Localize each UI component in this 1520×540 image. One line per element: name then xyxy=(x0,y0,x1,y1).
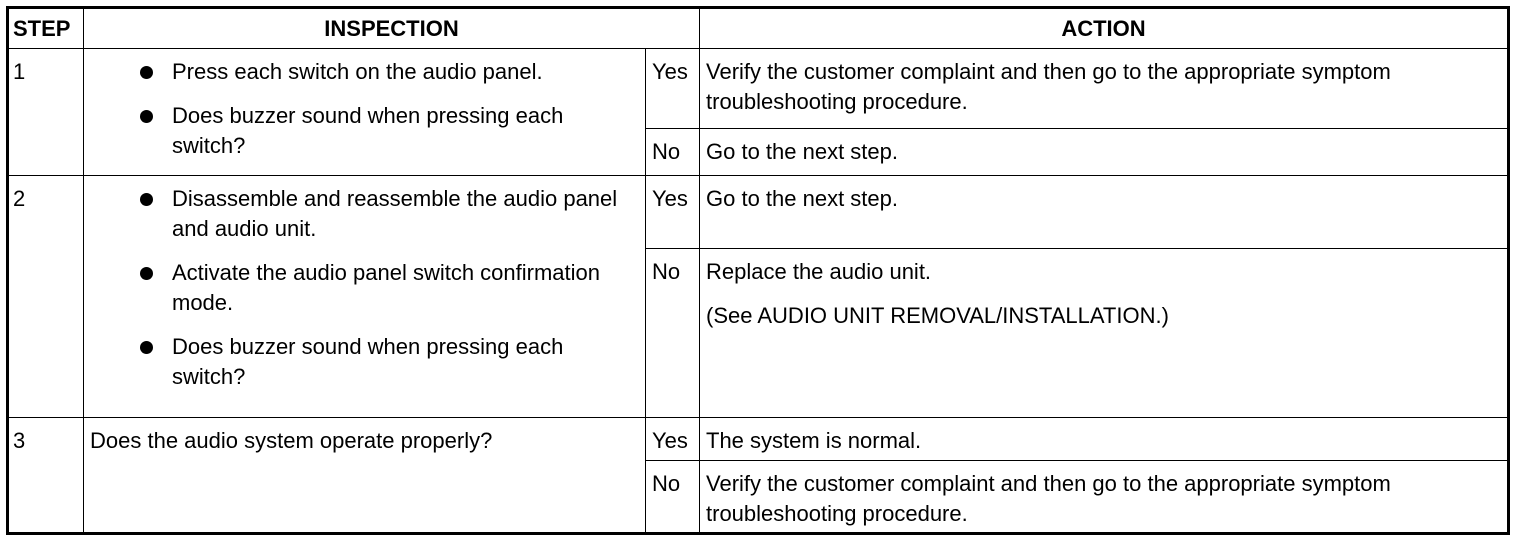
inspection-cell: Disassemble and reassemble the audio pan… xyxy=(83,175,646,418)
yes-label: Yes xyxy=(645,48,700,129)
list-item: Disassemble and reassemble the audio pan… xyxy=(140,184,639,244)
table-row: No Go to the next step. xyxy=(8,128,1509,176)
bullet-icon xyxy=(140,267,153,280)
no-action: Go to the next step. xyxy=(699,128,1509,176)
yes-action: The system is normal. xyxy=(699,417,1509,461)
inspection-cell: Does the audio system operate properly? xyxy=(83,417,646,534)
list-item: Activate the audio panel switch confirma… xyxy=(140,258,639,318)
no-action: Replace the audio unit. (See AUDIO UNIT … xyxy=(699,248,1509,418)
table-row: 2 Disassemble and reassemble the audio p… xyxy=(7,175,1509,418)
action-header: ACTION xyxy=(699,7,1509,49)
yes-action: Verify the customer complaint and then g… xyxy=(699,48,1509,129)
step-number: 3 xyxy=(7,417,84,534)
yes-label: Yes xyxy=(645,175,700,249)
table-row: 1 Press each switch on the audio panel. … xyxy=(7,48,1509,176)
table-row: 3 Does the audio system operate properly… xyxy=(7,417,1509,534)
yes-action: Go to the next step. xyxy=(699,175,1509,249)
yes-label: Yes xyxy=(645,417,700,461)
table-row: No Verify the customer complaint and the… xyxy=(8,460,1509,534)
bullet-icon xyxy=(140,66,153,79)
inspection-cell: Press each switch on the audio panel. Do… xyxy=(83,48,646,176)
inspection-list: Press each switch on the audio panel. Do… xyxy=(90,57,639,161)
step-number: 1 xyxy=(7,48,84,176)
step-number: 2 xyxy=(7,175,84,418)
step-header: STEP xyxy=(7,7,84,49)
inspection-list: Disassemble and reassemble the audio pan… xyxy=(90,184,639,392)
no-label: No xyxy=(645,248,700,418)
no-label: No xyxy=(645,128,700,176)
list-item: Does buzzer sound when pressing each swi… xyxy=(140,101,639,161)
list-item: Press each switch on the audio panel. xyxy=(140,57,639,87)
no-action: Verify the customer complaint and then g… xyxy=(699,460,1509,534)
no-label: No xyxy=(645,460,700,534)
header-row: STEP INSPECTION ACTION xyxy=(7,7,1509,49)
bullet-icon xyxy=(140,110,153,123)
troubleshooting-table: STEP INSPECTION ACTION 1 Press each swit… xyxy=(6,6,1510,535)
list-item: Does buzzer sound when pressing each swi… xyxy=(140,332,639,392)
bullet-icon xyxy=(140,341,153,354)
inspection-header: INSPECTION xyxy=(83,7,700,49)
bullet-icon xyxy=(140,193,153,206)
